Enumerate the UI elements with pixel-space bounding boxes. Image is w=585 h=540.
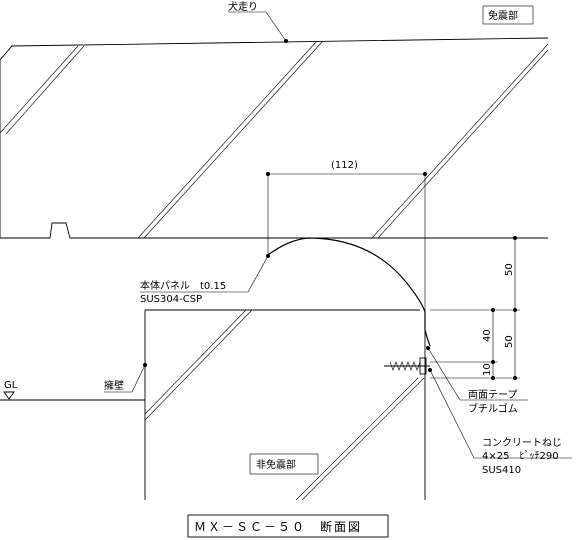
concrete-screw-icon	[384, 357, 430, 375]
screw-label-line2: 4×25 ﾋﾟｯﾁ290	[482, 450, 559, 462]
lower-wall	[0, 309, 426, 501]
panel-label-line2: SUS304-CSP	[140, 294, 202, 305]
ground-level-icon	[3, 391, 15, 400]
screw-label-line1: コンクリートねじ	[482, 437, 562, 449]
width-dimension-label: (112)	[331, 160, 358, 171]
isolated-zone-label: 免震部	[488, 9, 518, 22]
retaining-wall-leader	[104, 363, 147, 393]
inuhashiri-leader	[228, 11, 288, 43]
lower-wall-hatching	[144, 309, 425, 501]
non-isolated-zone-label: 非免震部	[256, 458, 296, 471]
lower-height-label: 50	[504, 335, 515, 348]
screw-label-line3: SUS410	[482, 465, 521, 476]
ground-level-label: GL	[4, 380, 18, 391]
title-box	[187, 514, 389, 538]
drawing-title: ＭＸ－ＳＣ－５０ 断面図	[194, 519, 362, 534]
right-dimensions	[430, 236, 520, 380]
panel-leader	[140, 254, 270, 293]
retaining-wall-label: 擁壁	[104, 379, 124, 392]
tape-label-line2: ブチルゴム	[468, 402, 518, 415]
width-dimension	[266, 172, 427, 310]
gap-label: 10	[482, 363, 493, 376]
panel-arc	[267, 237, 431, 347]
screw-leader	[428, 368, 572, 459]
upper-slab	[0, 37, 549, 239]
upper-height-label: 50	[504, 263, 515, 276]
tape-label-line1: 両面テープ	[468, 389, 517, 401]
overlap-label: 40	[482, 329, 493, 342]
upper-slab-hatching	[0, 41, 549, 239]
panel-label-line1: 本体パネル t0.15	[140, 279, 226, 292]
inuhashiri-label: 犬走り	[228, 0, 258, 13]
tape-leader	[426, 346, 528, 401]
isolated-zone-box	[482, 5, 534, 25]
non-isolated-zone-box	[249, 453, 319, 475]
